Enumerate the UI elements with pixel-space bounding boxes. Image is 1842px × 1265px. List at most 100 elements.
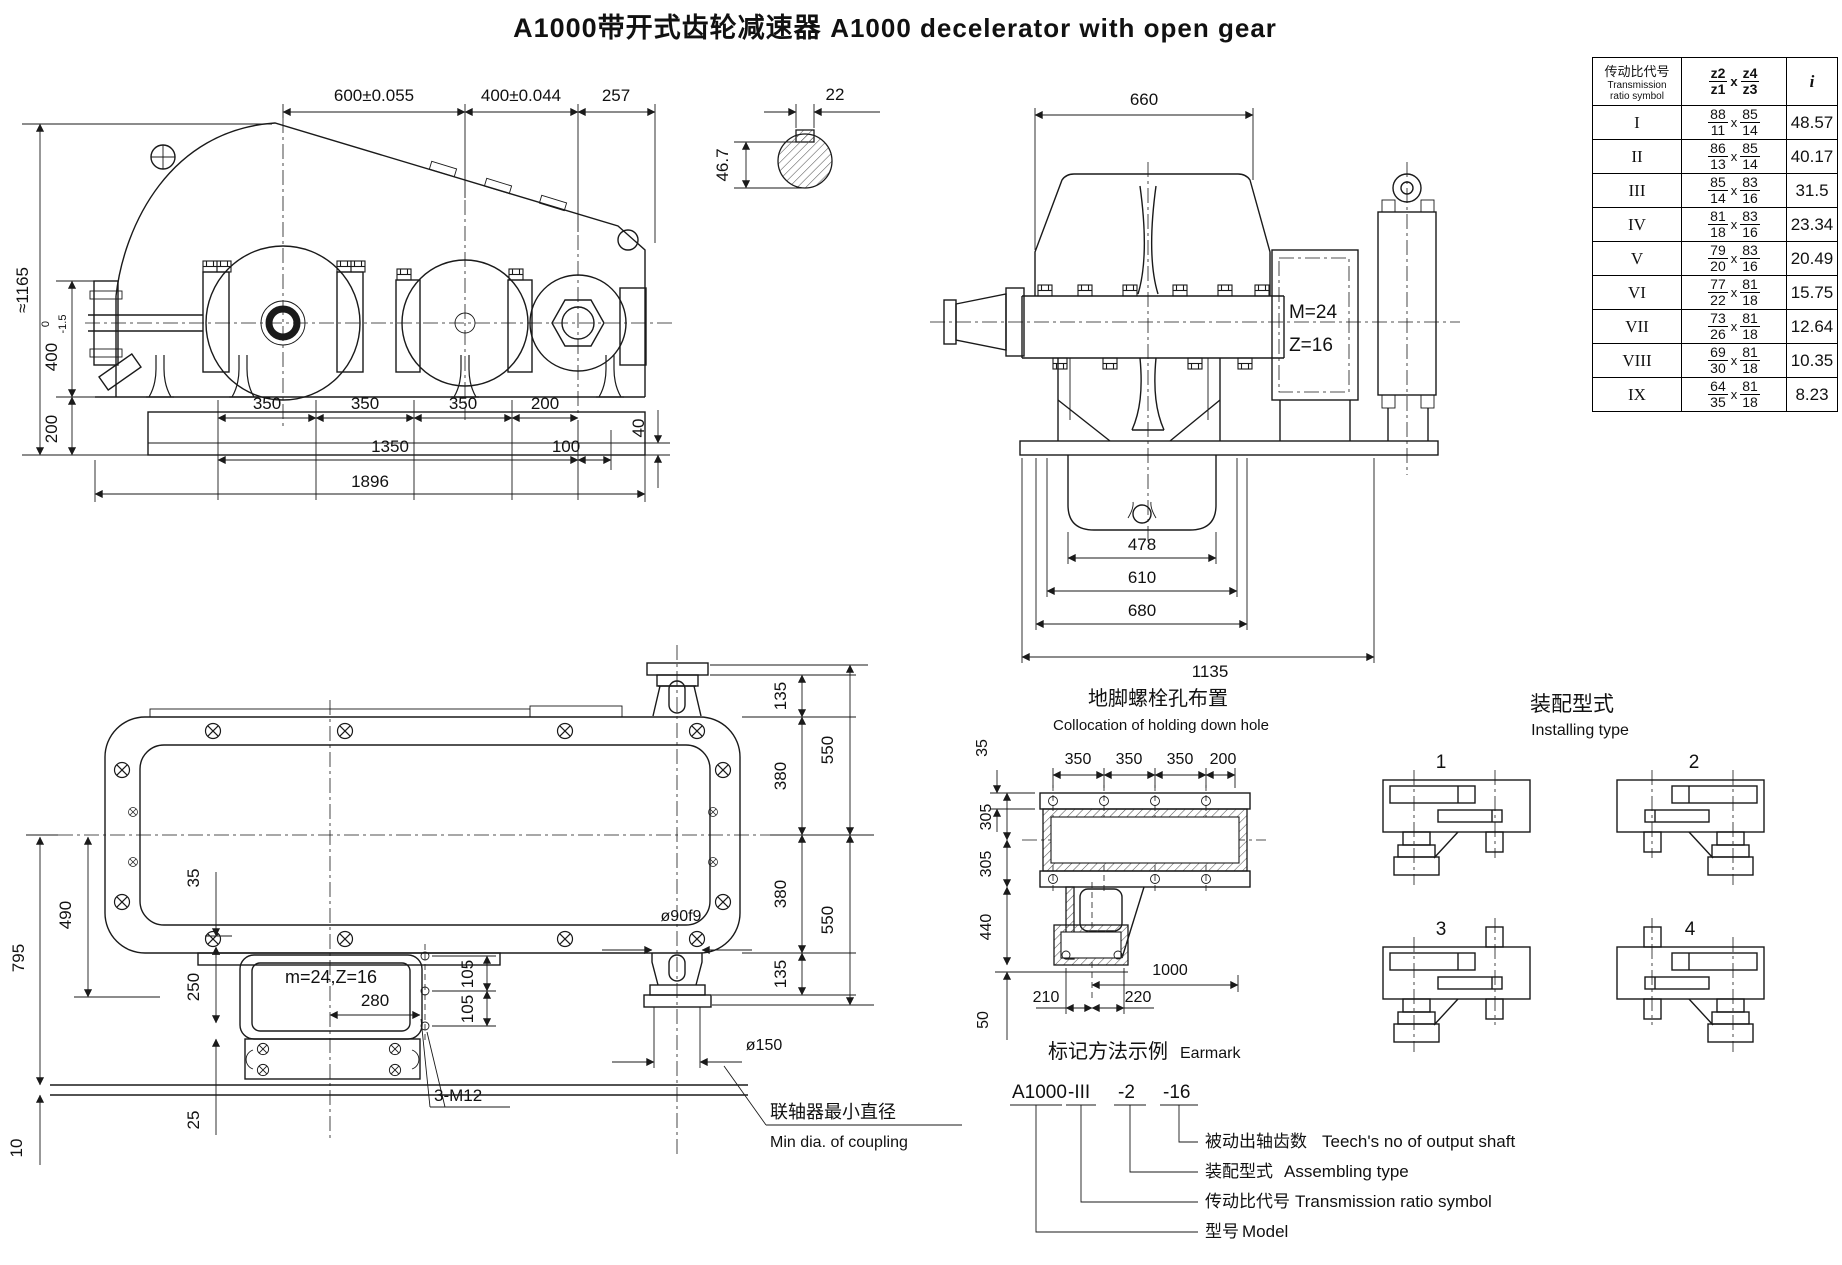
- dim-200v-label: 200: [42, 415, 61, 443]
- fd-350c-label: 350: [1167, 751, 1194, 768]
- dim-o150-label: ø150: [746, 1037, 783, 1054]
- dim-1350-label: 1350: [371, 437, 409, 456]
- dim-550b-label: 550: [818, 906, 837, 934]
- earmark-l2-en: Assembling type: [1284, 1162, 1409, 1181]
- installing-type-4: 4: [1616, 918, 1765, 1052]
- module-label: M=24: [1289, 302, 1337, 323]
- dim-10-label: 10: [7, 1139, 26, 1158]
- page-title-zh: A1000带开式齿轮减速器: [513, 13, 822, 43]
- installing-title-zh: 装配型式: [1530, 693, 1614, 716]
- dim-25-label: 25: [184, 1111, 203, 1130]
- earmark-title-en: Earmark: [1180, 1045, 1241, 1062]
- installing-type-diagrams: 装配型式 Installing type 1: [1382, 693, 1765, 1052]
- front-view-drawing: 600±0.055 400±0.044 257 ≈1165 400 0 -1.5…: [13, 86, 672, 502]
- ratio-header-en2: ratio symbol: [1610, 91, 1664, 102]
- ratio-header-zh: 传动比代号: [1604, 63, 1670, 79]
- dim-610-label: 610: [1128, 568, 1156, 587]
- dim-350b-label: 350: [351, 394, 379, 413]
- foundation-title-en: Collocation of holding down hole: [1053, 717, 1269, 734]
- installing-type-1: 1: [1382, 752, 1531, 885]
- plan-view-drawing: 795 490 250 35 25 10 m=24,Z=16 280 105 1…: [7, 645, 962, 1165]
- dim-1165-label: ≈1165: [13, 267, 32, 313]
- fd-350a-label: 350: [1065, 751, 1092, 768]
- dim-490-label: 490: [56, 901, 75, 929]
- dim-o90-label: ø90f9: [661, 908, 702, 925]
- installing-type-1-label: 1: [1436, 752, 1447, 773]
- fd-220-label: 220: [1125, 989, 1152, 1006]
- installing-title-en: Installing type: [1531, 722, 1629, 739]
- dim-600-label: 600±0.055: [334, 86, 414, 105]
- installing-type-3: 3: [1382, 918, 1531, 1052]
- foundation-plan-drawing: 地脚螺栓孔布置 Collocation of holding down hole: [974, 687, 1269, 1040]
- page-title-en: A1000 decelerator with open gear: [830, 13, 1277, 43]
- earmark-l3-zh: 传动比代号: [1205, 1192, 1290, 1211]
- dim-1135-label: 1135: [1192, 662, 1229, 681]
- fd-1000-label: 1000: [1152, 962, 1188, 979]
- installing-type-3-label: 3: [1436, 919, 1447, 940]
- earmark-code-model: A1000: [1012, 1082, 1067, 1103]
- dim-350c-label: 350: [449, 394, 477, 413]
- dim-795-label: 795: [9, 944, 28, 972]
- ratio-header-en1: Transmission: [1607, 79, 1667, 91]
- earmark-l4-en: Model: [1242, 1222, 1288, 1241]
- foundation-title-zh: 地脚螺栓孔布置: [1088, 687, 1228, 710]
- fd-200-label: 200: [1210, 751, 1237, 768]
- installing-type-2-label: 2: [1689, 752, 1700, 773]
- dim-200-label: 200: [531, 394, 559, 413]
- dim-22-label: 22: [826, 85, 845, 104]
- dim-135b-label: 135: [771, 960, 790, 988]
- dim-250-label: 250: [184, 973, 203, 1001]
- dim-400v-sub: -1.5: [57, 315, 69, 334]
- fd-350b-label: 350: [1116, 751, 1143, 768]
- dim-380b-label: 380: [771, 880, 790, 908]
- earmark-code-ratio: -III: [1068, 1082, 1090, 1103]
- earmark-l1-en: Teech's no of output shaft: [1322, 1132, 1515, 1151]
- coupling-note-zh: 联轴器最小直径: [770, 1102, 896, 1122]
- dim-105b-label: 105: [458, 995, 477, 1023]
- m12-label: 3-M12: [434, 1086, 482, 1105]
- shaft-key-detail: 22 46.7: [713, 85, 880, 189]
- fd-440-label: 440: [978, 914, 995, 941]
- dim-550t-label: 550: [818, 736, 837, 764]
- dim-350a-label: 350: [253, 394, 281, 413]
- earmark-l4-zh: 型号: [1205, 1222, 1239, 1241]
- dim-400h-label: 400±0.044: [481, 86, 561, 105]
- ratio-header-i: i: [1786, 57, 1838, 106]
- coupling-note-en: Min dia. of coupling: [770, 1134, 908, 1151]
- dim-40-label: 40: [629, 419, 648, 438]
- earmark-l1-zh: 被动出轴齿数: [1205, 1132, 1307, 1151]
- fd-210-label: 210: [1033, 989, 1060, 1006]
- dim-100-label: 100: [552, 437, 580, 456]
- dim-467-label: 46.7: [713, 148, 732, 181]
- earmark-l2-zh: 装配型式: [1205, 1162, 1273, 1181]
- dim-660-label: 660: [1130, 90, 1158, 109]
- teeth-label: Z=16: [1289, 335, 1333, 356]
- fd-305a-label: 305: [978, 804, 995, 831]
- dim-135t-label: 135: [771, 682, 790, 710]
- side-view-drawing: 660 M=24 Z=16 478 610 680 1135: [930, 90, 1460, 681]
- dim-35-label: 35: [184, 869, 203, 888]
- earmark-code-teeth: -16: [1163, 1082, 1190, 1103]
- dim-105a-label: 105: [458, 960, 477, 988]
- fd-50-label: 50: [975, 1011, 992, 1029]
- open-gear-label: m=24,Z=16: [285, 967, 377, 987]
- dim-400v-sup: 0: [40, 321, 52, 327]
- page-title: A1000带开式齿轮减速器 A1000 decelerator with ope…: [0, 6, 1790, 45]
- earmark-title-zh: 标记方法示例: [1048, 1040, 1168, 1063]
- fd-35-label: 35: [974, 739, 991, 757]
- dim-400v-label: 400: [42, 343, 61, 371]
- earmark-l3-en: Transmission ratio symbol: [1295, 1192, 1492, 1211]
- installing-type-4-label: 4: [1685, 919, 1696, 940]
